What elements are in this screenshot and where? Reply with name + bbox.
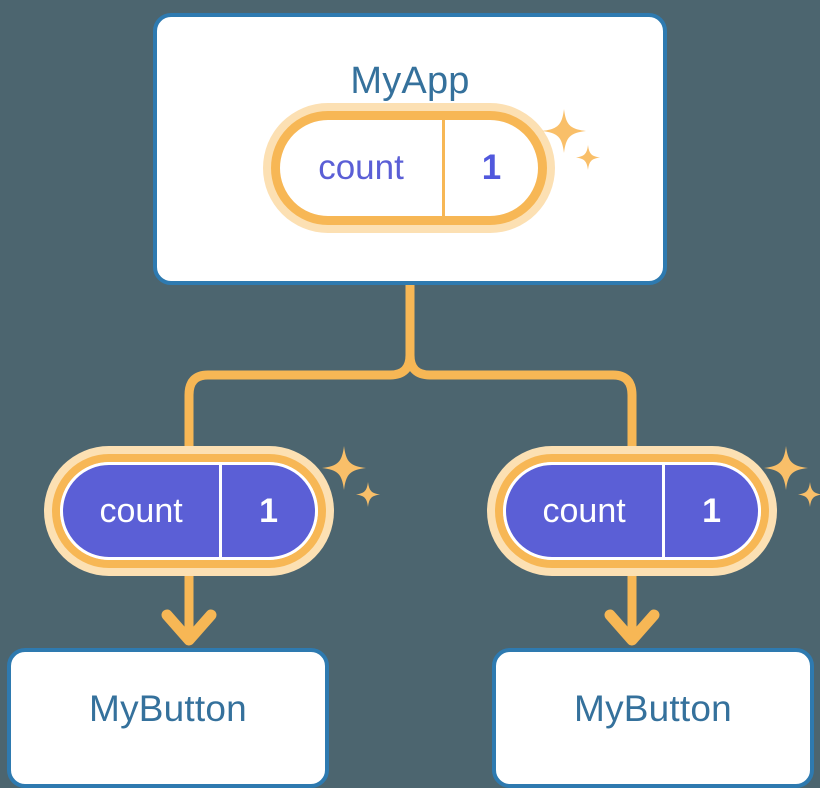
- connector-branch-right: [405, 354, 637, 452]
- state-pill-body: count 1: [271, 111, 547, 225]
- sparkle-icon: [540, 103, 604, 175]
- component-card-mybutton-right[interactable]: MyButton: [492, 648, 814, 788]
- state-value-label: 1: [219, 465, 315, 557]
- state-value-label: 1: [442, 120, 538, 216]
- state-pill-inner: count 1: [60, 462, 318, 560]
- state-pill-body: count 1: [52, 454, 326, 568]
- sparkle-icon: [320, 440, 384, 512]
- diagram-canvas: MyApp count 1 count 1 MyButton: [7, 13, 820, 788]
- state-key-label: count: [542, 491, 626, 530]
- state-key-label: count: [99, 491, 183, 530]
- arrow-head-left: [161, 609, 217, 646]
- state-pill-branch-left[interactable]: count 1: [44, 446, 334, 576]
- component-card-mybutton-left[interactable]: MyButton: [7, 648, 329, 788]
- component-title-myapp: MyApp: [350, 60, 470, 102]
- component-title-mybutton-left: MyButton: [89, 688, 247, 729]
- sparkle-icon: [762, 440, 820, 512]
- arrow-head-right: [604, 609, 660, 646]
- state-pill-inner: count 1: [503, 462, 761, 560]
- component-title-mybutton-right: MyButton: [574, 688, 732, 729]
- state-key-label: count: [318, 148, 404, 187]
- state-pill-myapp[interactable]: count 1: [263, 103, 555, 233]
- connector-branch-left: [184, 354, 415, 452]
- state-pill-branch-right[interactable]: count 1: [487, 446, 777, 576]
- state-pill-body: count 1: [495, 454, 769, 568]
- state-value-label: 1: [662, 465, 758, 557]
